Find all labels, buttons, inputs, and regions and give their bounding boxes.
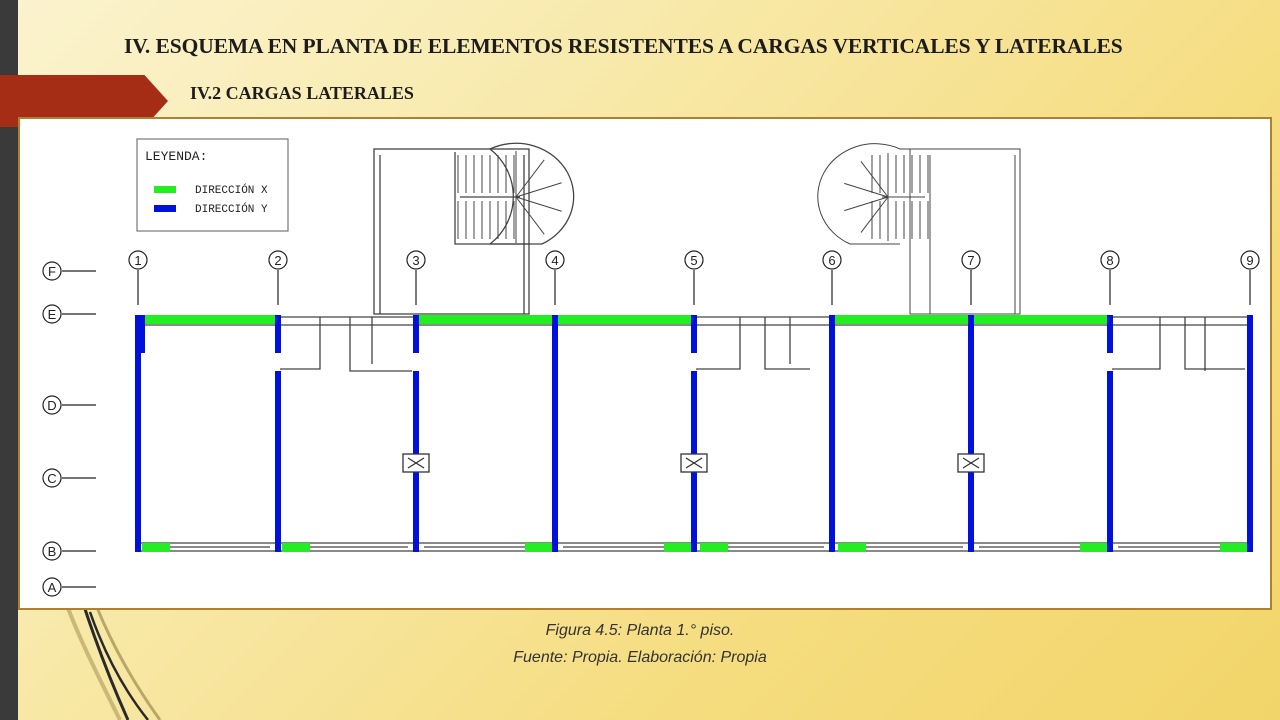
grid-bubble-A	[42, 577, 62, 597]
grid-bubble-2	[268, 250, 288, 270]
grid-label-3: 3	[412, 253, 419, 268]
beam-y-col-5-upper	[691, 315, 697, 353]
grid-bubble-7	[961, 250, 981, 270]
stair-tower-right	[909, 148, 1021, 315]
grid-bubble-4	[545, 250, 565, 270]
stair-tower-left	[373, 148, 530, 315]
beam-x-bottom-7	[1080, 543, 1108, 552]
beam-y-col-2-lower	[275, 371, 281, 552]
beam-x-bottom-1	[142, 543, 170, 552]
figure-caption: Figura 4.5: Planta 1.° piso.	[545, 622, 735, 639]
stair-left-spiral-2	[515, 182, 562, 198]
beam-y-stub-1	[141, 315, 145, 353]
grid-bubble-D	[42, 395, 62, 415]
grid-label-8: 8	[1106, 253, 1113, 268]
stair-right-curve	[817, 143, 930, 245]
partition-2	[349, 317, 412, 372]
grid-label-9: 9	[1246, 253, 1253, 268]
beam-y-col-7	[968, 315, 974, 552]
grid-label-F: F	[48, 264, 56, 279]
beam-y-col-3-upper	[413, 315, 419, 353]
beam-x-bottom-4	[664, 543, 692, 552]
partition-8	[1184, 317, 1245, 370]
grid-label-2: 2	[274, 253, 281, 268]
grid-bubble-3	[406, 250, 426, 270]
beam-y-col-8-lower	[1107, 371, 1113, 552]
legend-swatch-y	[154, 205, 176, 212]
duct-marker-2	[680, 453, 708, 473]
grid-label-A: A	[48, 580, 57, 595]
beam-x-bottom-5	[700, 543, 728, 552]
duct-marker-3	[957, 453, 985, 473]
grid-bubble-C	[42, 468, 62, 488]
slide-subtitle: IV.2 CARGAS LATERALES	[190, 83, 414, 103]
partition-1	[280, 317, 321, 370]
grid-label-E: E	[48, 307, 57, 322]
partition-4	[696, 317, 741, 370]
stair-right-spiral-3	[844, 182, 889, 198]
grid-bubble-6	[822, 250, 842, 270]
grid-label-C: C	[47, 471, 56, 486]
grid-bubble-B	[42, 541, 62, 561]
legend-label-x: DIRECCIÓN X	[195, 183, 268, 197]
beam-y-col-2-upper	[275, 315, 281, 353]
stair-left-spiral-3	[515, 196, 562, 212]
beam-x-bottom-6	[838, 543, 866, 552]
beam-x-top-3	[555, 315, 694, 324]
grid-bubble-9	[1240, 250, 1260, 270]
grid-bubble-8	[1100, 250, 1120, 270]
grid-label-D: D	[47, 398, 56, 413]
stair-right-spiral-1	[860, 196, 889, 233]
grid-label-5: 5	[690, 253, 697, 268]
beam-x-top-2	[416, 315, 555, 324]
grid-label-6: 6	[828, 253, 835, 268]
beam-y-col-6	[829, 315, 835, 552]
legend-title: LEYENDA:	[145, 149, 207, 164]
beam-x-top-4	[832, 315, 971, 324]
floor-plan-drawing: 1 2 3 4 5 6 7 8 9F E D C B A LEYENDA: DIRECCIÓN X DIR…	[42, 138, 1260, 597]
stair-left-spiral-4	[515, 196, 545, 235]
stair-right-spiral-2	[844, 196, 889, 212]
beam-x-bottom-2	[282, 543, 310, 552]
grid-label-4: 4	[551, 253, 558, 268]
grid-bubble-F	[42, 261, 62, 281]
left-dark-bar	[0, 0, 18, 720]
legend-swatch-x	[154, 186, 176, 193]
stair-right-spiral-4	[860, 161, 889, 198]
legend-box: LEYENDA: DIRECCIÓN X DIRECCIÓN Y	[136, 138, 289, 232]
partition-5	[764, 317, 810, 370]
grid-bubble-E	[42, 304, 62, 324]
beam-y-col-8-upper	[1107, 315, 1113, 353]
stair-left-spiral-1	[515, 159, 545, 198]
grid-label-1: 1	[134, 253, 141, 268]
grid-label-7: 7	[967, 253, 974, 268]
legend-label-y: DIRECCIÓN Y	[195, 202, 268, 216]
decorative-lines	[66, 599, 162, 720]
grid-label-B: B	[48, 544, 57, 559]
beam-y-col-4	[552, 315, 558, 552]
partition-7	[1112, 317, 1161, 370]
slide-title: IV. ESQUEMA EN PLANTA DE ELEMENTOS RESIS…	[124, 34, 1123, 58]
beam-y-col-9	[1247, 315, 1253, 552]
grid-bubble-1	[128, 250, 148, 270]
beam-y-col-1	[135, 315, 141, 552]
beam-x-bottom-8	[1220, 543, 1248, 552]
figure-source: Fuente: Propia. Elaboración: Propia	[513, 649, 767, 666]
beam-x-top-5	[971, 315, 1110, 324]
beam-x-bottom-3	[525, 543, 552, 552]
duct-marker-1	[402, 453, 430, 473]
grid-bubble-5	[684, 250, 704, 270]
beam-x-top-1	[138, 315, 278, 324]
